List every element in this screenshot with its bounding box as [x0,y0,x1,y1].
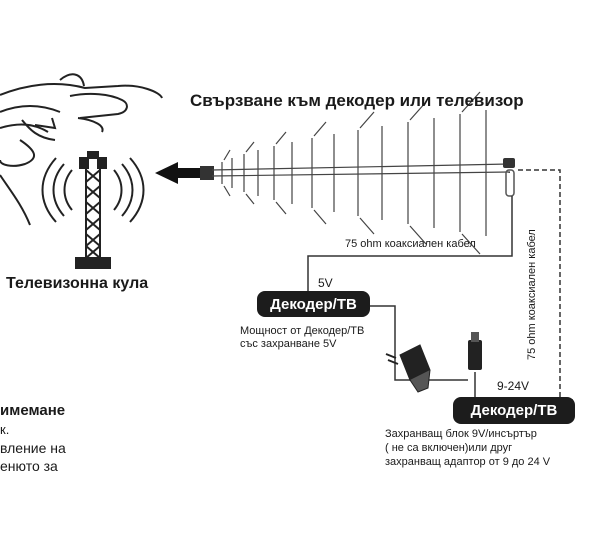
cut-text-2: к. [0,422,10,437]
cut-text-4: енюто за [0,458,58,474]
power-from-decoder-line-1: Мощност от Декодер/ТВ [240,325,365,337]
cut-text-1: имемане [0,402,66,419]
power-adapter-icon [385,344,431,393]
tv-tower-illustration [41,151,145,269]
power-supply-note-line-2: ( не са включен)или друг [385,442,513,454]
yagi-antenna [211,91,511,255]
cable-label-vertical: 75 ohm коаксиален кабел [526,229,538,360]
cable-label-horizontal: 75 ohm коаксиален кабел [345,238,476,250]
voltage-5v-label: 5V [318,276,333,290]
power-supply-note-line-1: Захранващ блок 9V/инсъртър [385,428,537,440]
cut-text-3: вление на [0,440,66,456]
power-from-decoder-line-2: със захранване 5V [240,338,337,350]
decoder-tv-box-1: Декодер/ТВ [257,291,370,317]
tower-label: Телевизонна кула [6,275,149,292]
power-inserter-icon [468,332,482,370]
power-supply-note-line-3: захранващ адаптор от 9 до 24 V [385,456,551,468]
decoder-tv-box-2: Декодер/ТВ [453,397,575,424]
antenna-connector [200,166,214,180]
antenna-dipole [503,158,515,168]
signal-arrow [155,162,200,184]
diagram-title: Свързване към декодер или телевизор [190,91,524,110]
hand-illustration [0,73,163,226]
voltage-9-24v-label: 9-24V [497,379,530,393]
antenna-balun [505,169,515,197]
